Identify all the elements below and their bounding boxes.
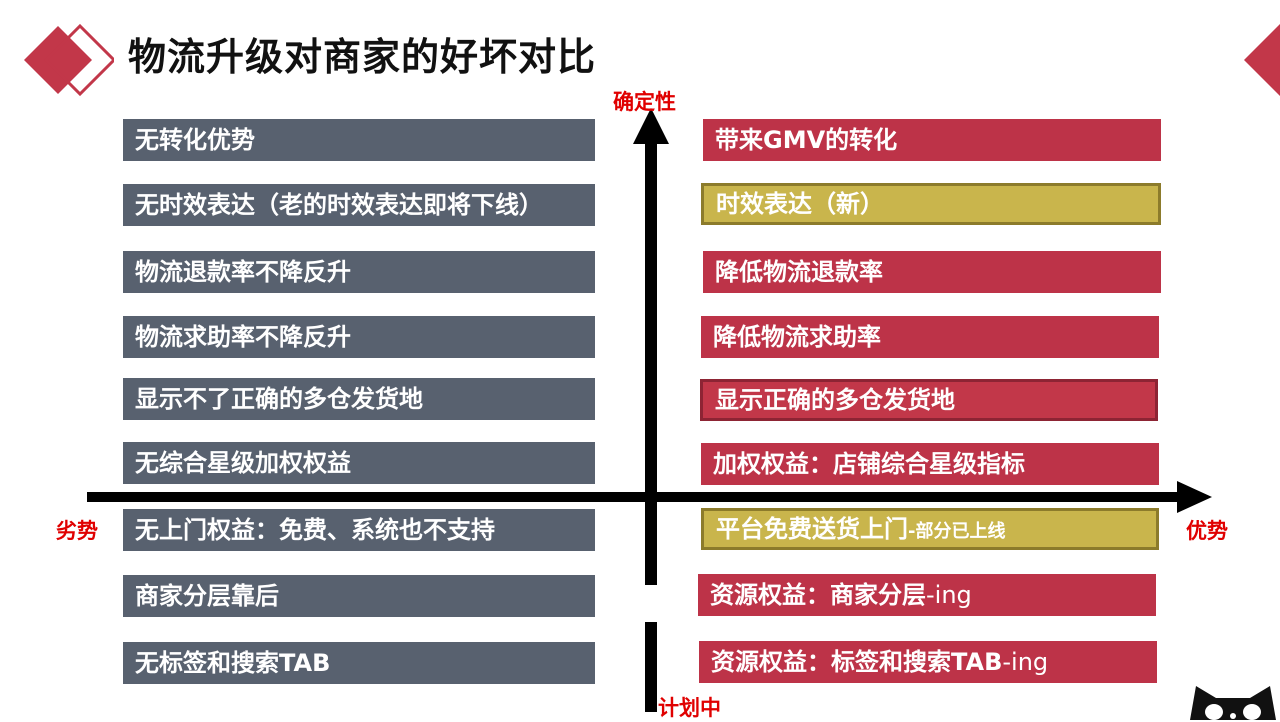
x-axis-left-label: 劣势 xyxy=(56,519,98,543)
right-item-suffix: -部分已上线 xyxy=(908,521,1006,542)
left-item: 无综合星级加权权益 xyxy=(123,442,595,484)
left-item: 显示不了正确的多仓发货地 xyxy=(123,378,595,420)
right-item-label: 加权权益：店铺综合星级指标 xyxy=(713,450,1025,478)
y-axis-bottom-label: 计划中 xyxy=(658,696,721,720)
right-item: 降低物流求助率 xyxy=(701,316,1159,358)
left-item: 无上门权益：免费、系统也不支持 xyxy=(123,509,595,551)
edge-diamond-icon xyxy=(1244,24,1280,96)
right-item-label: 资源权益：商家分层 xyxy=(710,581,926,609)
right-item-label: 带来GMV的转化 xyxy=(715,126,898,154)
right-item-label: 降低物流求助率 xyxy=(713,323,881,351)
left-item: 无标签和搜索TAB xyxy=(123,642,595,684)
right-item-label: 显示正确的多仓发货地 xyxy=(715,386,955,414)
right-item: 加权权益：店铺综合星级指标 xyxy=(701,443,1159,485)
right-item-label: 资源权益：标签和搜索TAB xyxy=(711,648,1003,676)
right-item: 降低物流退款率 xyxy=(703,251,1161,293)
right-item: 显示正确的多仓发货地 xyxy=(700,379,1158,421)
right-item: 资源权益：标签和搜索TAB-ing xyxy=(699,641,1157,683)
y-axis-top-label: 确定性 xyxy=(613,90,676,114)
left-item: 物流退款率不降反升 xyxy=(123,251,595,293)
left-item: 商家分层靠后 xyxy=(123,575,595,617)
left-item: 无时效表达（老的时效表达即将下线） xyxy=(123,184,595,226)
right-item: 时效表达（新） xyxy=(701,183,1161,225)
right-item-label: 降低物流退款率 xyxy=(715,258,883,286)
logo-diamond-icon xyxy=(24,23,114,97)
right-item-suffix: -ing xyxy=(926,581,972,609)
right-item-label: 时效表达（新） xyxy=(716,190,884,218)
cat-mascot-icon xyxy=(1190,686,1276,720)
page-title: 物流升级对商家的好坏对比 xyxy=(128,35,597,79)
right-item: 带来GMV的转化 xyxy=(703,119,1161,161)
x-axis-right-label: 优势 xyxy=(1186,519,1228,543)
right-item-label: 平台免费送货上门 xyxy=(716,515,908,543)
right-item-suffix: -ing xyxy=(1002,648,1049,676)
left-item: 无转化优势 xyxy=(123,119,595,161)
right-item: 资源权益：商家分层-ing xyxy=(698,574,1156,616)
left-item: 物流求助率不降反升 xyxy=(123,316,595,358)
right-item: 平台免费送货上门-部分已上线 xyxy=(701,508,1159,550)
